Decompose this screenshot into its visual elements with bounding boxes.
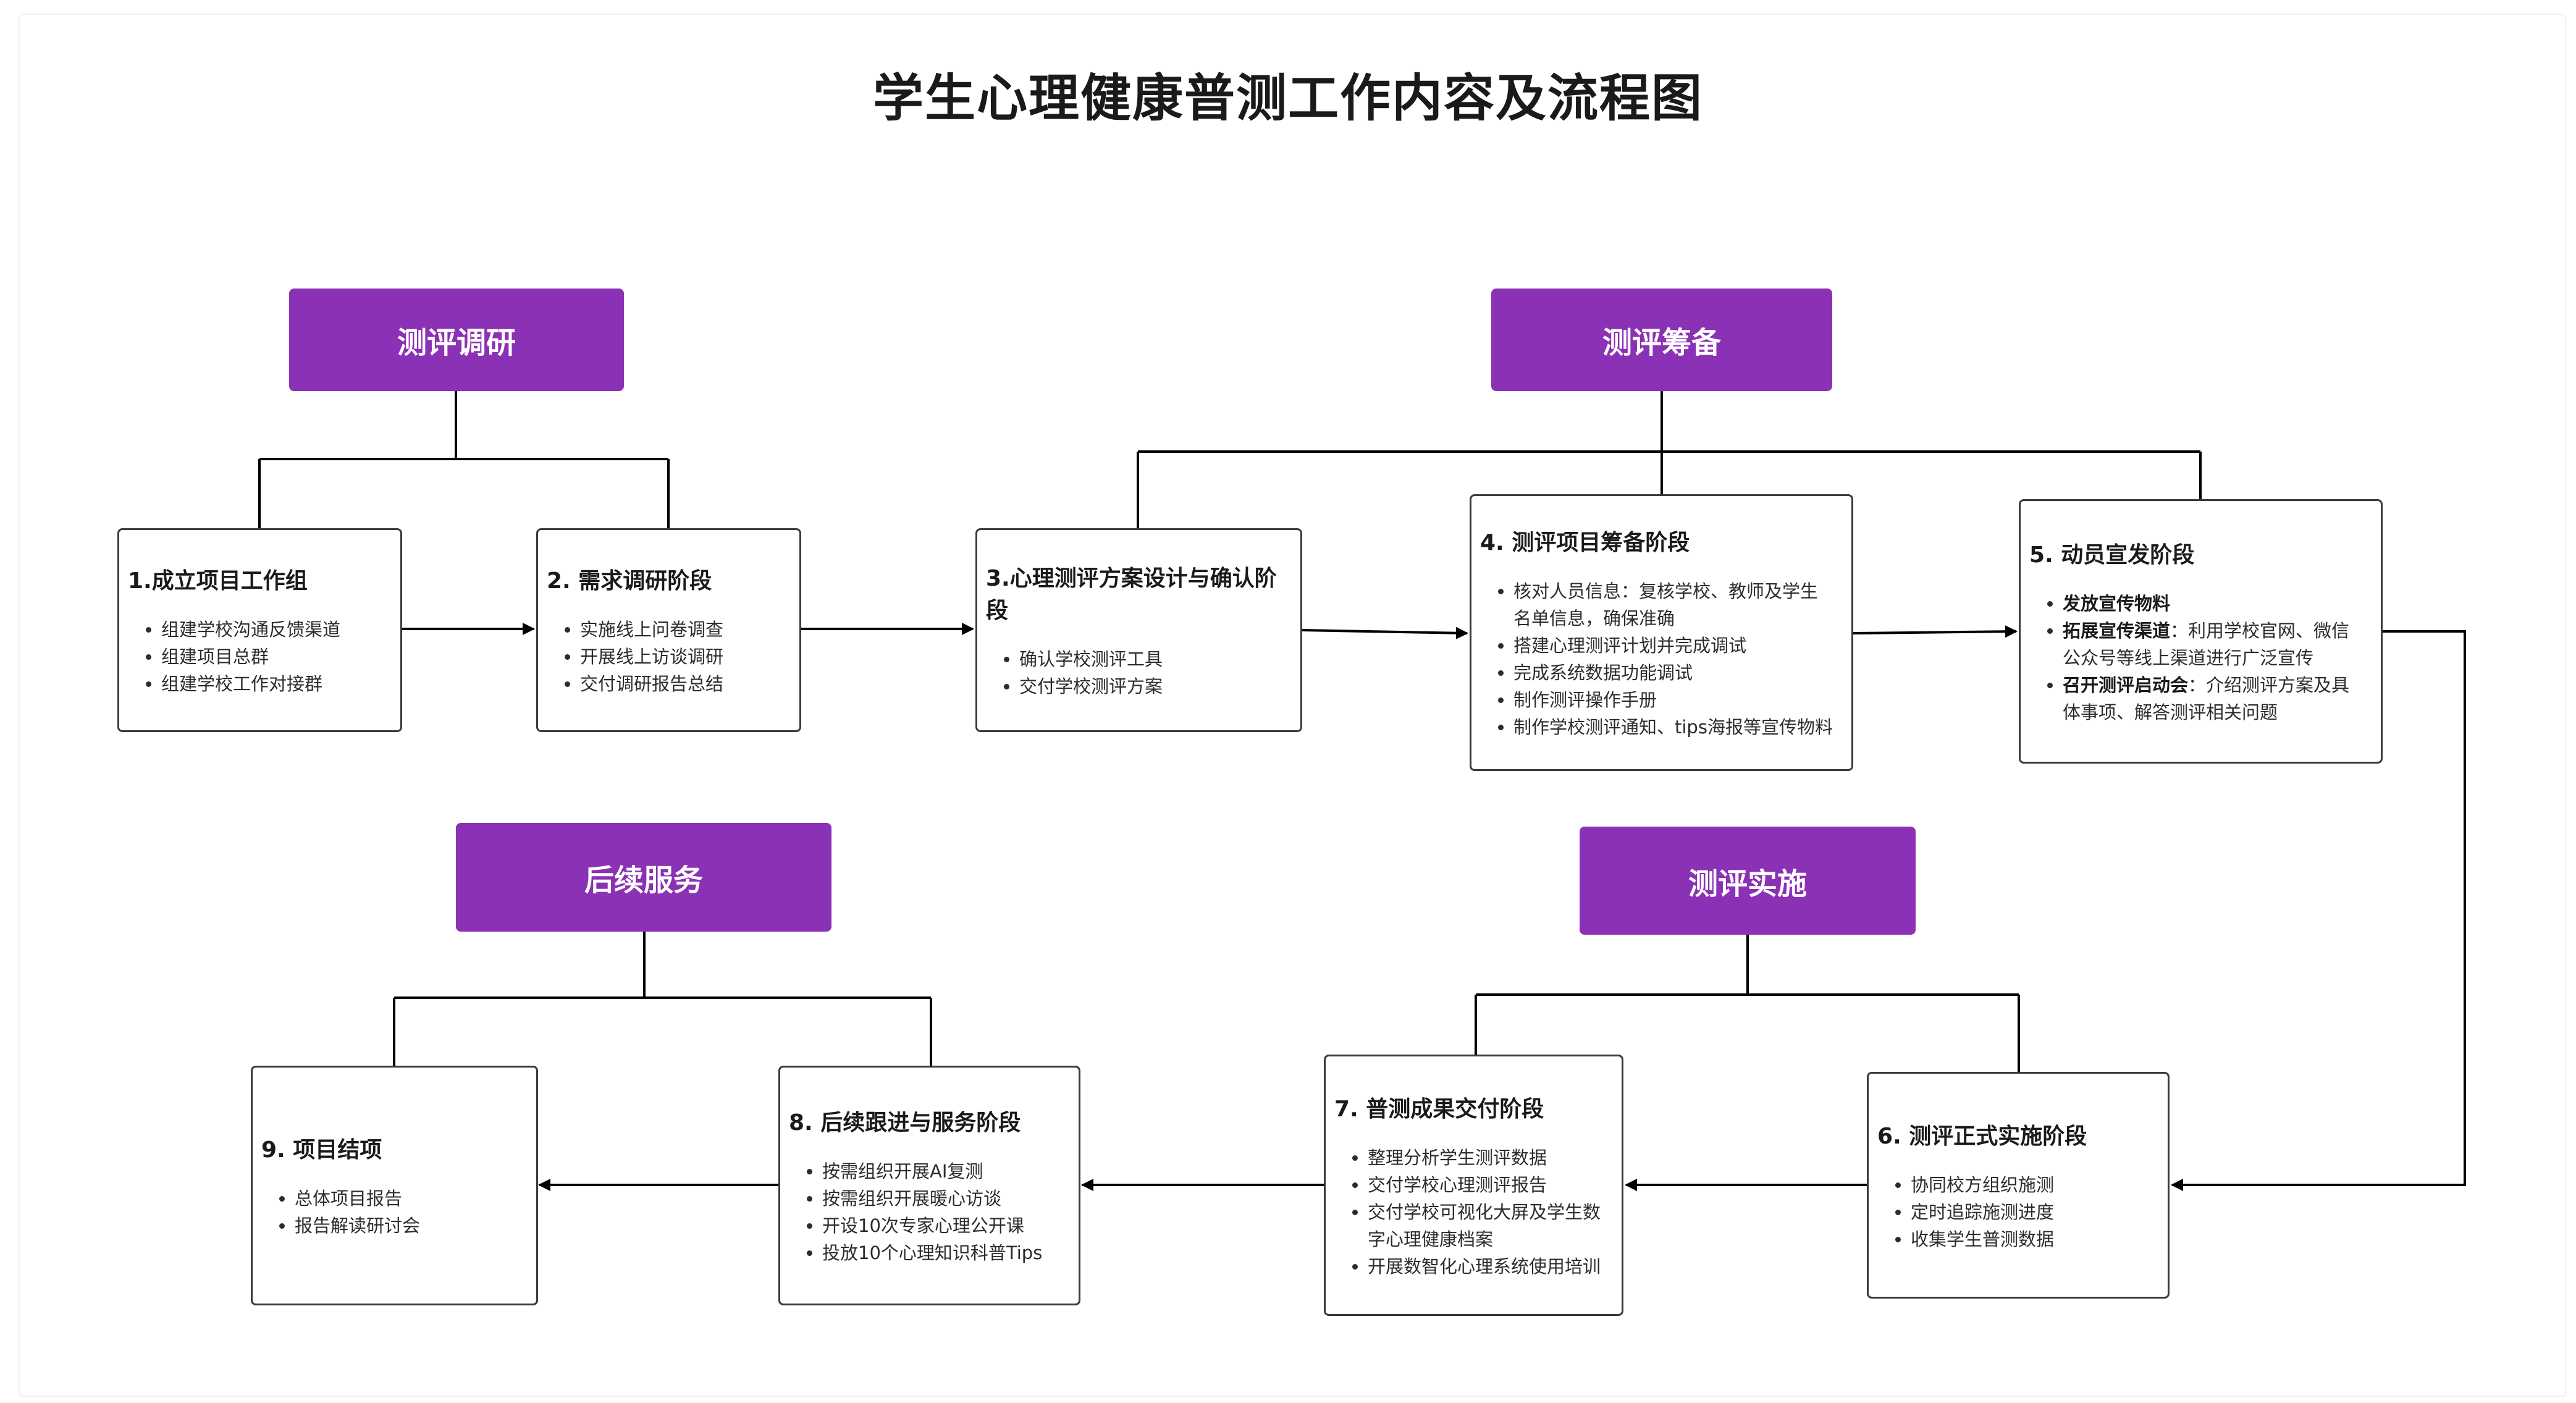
- list-item: 开展数智化心理系统使用培训: [1368, 1253, 1608, 1280]
- list-item: 报告解读研讨会: [295, 1212, 524, 1239]
- step-4-box: 4. 测评项目筹备阶段 核对人员信息：复核学校、教师及学生名单信息，确保准确 搭…: [1470, 494, 1853, 771]
- list-item: 总体项目报告: [295, 1185, 524, 1212]
- step-7-list: 整理分析学生测评数据 交付学校心理测评报告 交付学校可视化大屏及学生数字心理健康…: [1334, 1144, 1608, 1280]
- list-item: 交付学校心理测评报告: [1368, 1171, 1608, 1199]
- list-item: 制作学校测评通知、tips海报等宣传物料: [1513, 714, 1835, 741]
- tree-followup: [393, 932, 932, 1066]
- step-5-title: 5. 动员宣发阶段: [2029, 542, 2195, 568]
- phase-implement-header: 测评实施: [1580, 827, 1916, 935]
- list-item: 投放10个心理知识科普Tips: [822, 1239, 1066, 1266]
- step-8-box: 8. 后续跟进与服务阶段 按需组织开展AI复测 按需组织开展暖心访谈 开设10次…: [778, 1066, 1080, 1305]
- step-1-title: 1.成立项目工作组: [128, 568, 308, 594]
- step-7-title: 7. 普测成果交付阶段: [1334, 1096, 1544, 1122]
- list-item: 确认学校测评工具: [1019, 646, 1288, 673]
- list-item: 协同校方组织施测: [1911, 1171, 2155, 1199]
- list-item-bold: 召开测评启动会: [2063, 675, 2189, 696]
- list-item-bold: 拓展宣传渠道: [2063, 620, 2171, 641]
- list-item: 交付调研报告总结: [580, 670, 787, 697]
- step-6-title: 6. 测评正式实施阶段: [1877, 1123, 2087, 1149]
- list-item-text: ：介绍测评方案及具体事项、解答测评相关问题: [2063, 675, 2350, 723]
- step-3-box: 3.心理测评方案设计与确认阶段 确认学校测评工具 交付学校测评方案: [975, 528, 1302, 732]
- step-2-list: 实施线上问卷调查 开展线上访谈调研 交付调研报告总结: [547, 616, 787, 697]
- step-2-box: 2. 需求调研阶段 实施线上问卷调查 开展线上访谈调研 交付调研报告总结: [536, 528, 801, 732]
- list-item: 整理分析学生测评数据: [1368, 1144, 1608, 1171]
- step-3-title: 3.心理测评方案设计与确认阶段: [986, 566, 1277, 623]
- list-item: 开设10次专家心理公开课: [822, 1212, 1066, 1239]
- step-3-list: 确认学校测评工具 交付学校测评方案: [986, 646, 1288, 700]
- list-item-text: ：利用学校官网、微信公众号等线上渠道进行广泛宣传: [2063, 620, 2350, 668]
- step-9-box: 9. 项目结项 总体项目报告 报告解读研讨会: [251, 1066, 538, 1305]
- step-4-list: 核对人员信息：复核学校、教师及学生名单信息，确保准确 搭建心理测评计划并完成调试…: [1480, 578, 1835, 741]
- list-item: 按需组织开展暖心访谈: [822, 1185, 1066, 1212]
- list-item: 核对人员信息：复核学校、教师及学生名单信息，确保准确: [1513, 578, 1835, 632]
- list-item: 拓展宣传渠道：利用学校官网、微信公众号等线上渠道进行广泛宣传: [2063, 617, 2366, 672]
- step-8-list: 按需组织开展AI复测 按需组织开展暖心访谈 开设10次专家心理公开课 投放10个…: [789, 1158, 1066, 1266]
- list-item: 交付学校测评方案: [1019, 673, 1288, 700]
- tree-prep: [1137, 391, 2202, 528]
- step-2-title: 2. 需求调研阶段: [547, 568, 712, 594]
- list-item: 定时追踪施测进度: [1911, 1199, 2155, 1226]
- arrow-5-6: [2171, 630, 2466, 1191]
- list-item: 发放宣传物料: [2063, 590, 2366, 617]
- list-item: 召开测评启动会：介绍测评方案及具体事项、解答测评相关问题: [2063, 672, 2366, 726]
- list-item: 开展线上访谈调研: [580, 643, 787, 670]
- list-item: 搭建心理测评计划并完成调试: [1513, 632, 1835, 659]
- tree-research: [258, 391, 670, 528]
- arrow-4-5: [1853, 625, 2018, 638]
- step-6-list: 协同校方组织施测 定时追踪施测进度 收集学生普测数据: [1877, 1171, 2155, 1253]
- step-7-box: 7. 普测成果交付阶段 整理分析学生测评数据 交付学校心理测评报告 交付学校可视…: [1324, 1055, 1623, 1316]
- step-1-list: 组建学校沟通反馈渠道 组建项目总群 组建学校工作对接群: [128, 616, 388, 697]
- step-1-box: 1.成立项目工作组 组建学校沟通反馈渠道 组建项目总群 组建学校工作对接群: [117, 528, 402, 732]
- page-title: 学生心理健康普测工作内容及流程图: [872, 69, 1703, 128]
- list-item: 实施线上问卷调查: [580, 616, 787, 643]
- list-item: 交付学校可视化大屏及学生数字心理健康档案: [1368, 1199, 1608, 1253]
- arrow-3-4: [1302, 626, 1468, 639]
- step-9-title: 9. 项目结项: [261, 1137, 382, 1163]
- phase-followup-header: 后续服务: [456, 823, 831, 932]
- list-item: 收集学生普测数据: [1911, 1226, 2155, 1253]
- list-item: 组建学校沟通反馈渠道: [161, 616, 388, 643]
- list-item: 组建学校工作对接群: [161, 670, 388, 697]
- tree-implement: [1475, 935, 2020, 1072]
- step-8-title: 8. 后续跟进与服务阶段: [789, 1110, 1021, 1135]
- phase-research-header: 测评调研: [289, 289, 624, 391]
- list-item: 完成系统数据功能调试: [1513, 659, 1835, 686]
- step-5-box: 5. 动员宣发阶段 发放宣传物料 拓展宣传渠道：利用学校官网、微信公众号等线上渠…: [2019, 499, 2383, 764]
- step-5-list: 发放宣传物料 拓展宣传渠道：利用学校官网、微信公众号等线上渠道进行广泛宣传 召开…: [2029, 590, 2366, 726]
- list-item-bold: 发放宣传物料: [2063, 593, 2171, 614]
- step-4-title: 4. 测评项目筹备阶段: [1480, 530, 1690, 555]
- list-item: 组建项目总群: [161, 643, 388, 670]
- step-9-list: 总体项目报告 报告解读研讨会: [261, 1185, 524, 1239]
- list-item: 制作测评操作手册: [1513, 686, 1835, 714]
- phase-prep-header: 测评筹备: [1491, 289, 1832, 391]
- list-item: 按需组织开展AI复测: [822, 1158, 1066, 1185]
- step-6-box: 6. 测评正式实施阶段 协同校方组织施测 定时追踪施测进度 收集学生普测数据: [1867, 1072, 2170, 1299]
